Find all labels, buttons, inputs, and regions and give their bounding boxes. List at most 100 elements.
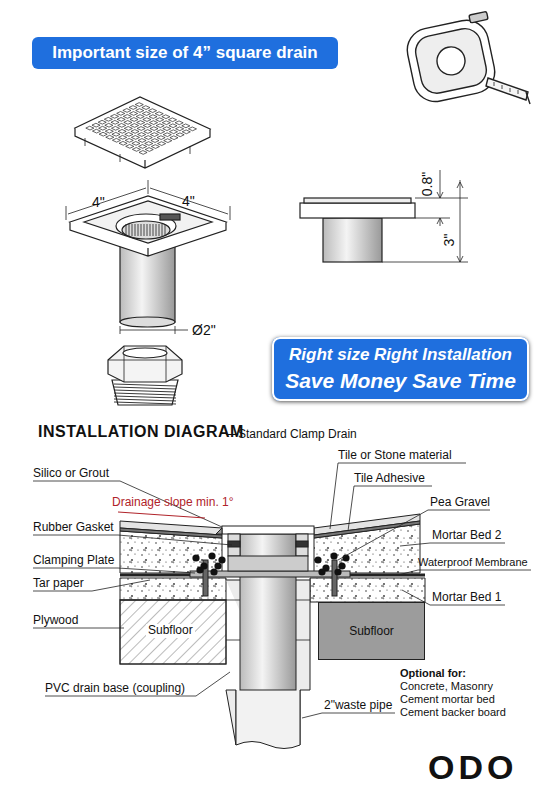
drain-body-part-part (126, 224, 127, 236)
section-drawing-part-part (210, 568, 217, 575)
grate-cover-part-part (151, 139, 159, 143)
tape-measure-part-part (434, 44, 467, 77)
tape-measure-part-part (469, 11, 488, 23)
grate-cover-part-part (150, 133, 158, 137)
callout-label: 2"waste pipe (324, 699, 392, 713)
grate-cover-part-part (105, 129, 113, 133)
drain-body-part-part (132, 224, 133, 236)
grate-cover-part-part (143, 124, 151, 128)
subfloor-block: Subfloor (318, 602, 425, 660)
grate-cover-part-part (124, 127, 132, 131)
grate-cover-part-part (130, 118, 138, 122)
callout-label: Silico or Grout (33, 467, 109, 481)
section-drawing-part-part (330, 552, 337, 559)
node-text: Important size of 4” square drain (46, 43, 324, 63)
grate-cover-part-part (123, 115, 131, 119)
grate-cover-part (86, 103, 197, 155)
section-drawing-part-part (314, 556, 321, 563)
note-text: Cement mortar bed (400, 693, 495, 706)
slogan-text: Right size Right Installation (284, 343, 517, 367)
callout-label: Tar paper (33, 577, 84, 591)
grate-cover-part-part (188, 127, 196, 131)
leader-lines-part (33, 568, 195, 573)
hex-nut-part (114, 384, 176, 404)
section-drawing-part-part (218, 556, 225, 563)
dimension-label: 4" (92, 194, 105, 210)
tape-measure-part (494, 82, 518, 94)
drain-body-part-part (141, 224, 142, 236)
section-drawing-part-part (196, 566, 203, 573)
node-text: Subfloor (325, 624, 418, 638)
drain-body (66, 180, 230, 334)
callout-label: Plywood (33, 614, 78, 628)
drain-side-view (300, 170, 468, 262)
grate-cover-part-part (105, 123, 113, 127)
grate-cover-part-part (131, 130, 139, 134)
grate-cover-part-part (138, 133, 146, 137)
hex-nut-part-part (114, 384, 176, 386)
grate-cover-part-part (142, 112, 150, 116)
drain-body-part-part (144, 224, 145, 236)
section-drawing-part-part (338, 562, 345, 569)
hex-nut-part-part (114, 387, 176, 389)
dimension-lines-part (66, 180, 230, 220)
dimension-label: 3" (441, 234, 457, 247)
grate-cover-part-part (98, 120, 106, 124)
grate-cover-part-part (123, 109, 131, 113)
grate-cover-part-part (136, 109, 144, 113)
grate-cover-part-part (157, 136, 165, 140)
grate-cover-part-part (124, 121, 132, 125)
drain-side-view-part (323, 218, 382, 262)
drain-body-part-part (135, 224, 136, 236)
section-drawing-part (236, 690, 300, 749)
section-drawing-part (296, 534, 308, 556)
drain-body-part-part (156, 224, 157, 236)
drain-body-part (70, 222, 226, 256)
grate-cover-part-part (117, 117, 125, 121)
hex-nut-part-part (114, 399, 176, 401)
grate-cover-part-part (157, 130, 165, 134)
grate-cover-part-part (137, 127, 145, 131)
dimension-label: Ø2" (192, 322, 216, 338)
hex-nut-part (108, 346, 182, 382)
section-drawing-part (332, 560, 337, 596)
dimension-label: 0.8" (419, 172, 435, 196)
grate-cover-part-part (176, 133, 184, 137)
leader-lines-part (400, 543, 505, 546)
dimension-lines (66, 180, 230, 334)
grate-cover-part-part (144, 136, 152, 140)
drain-body-part-part (150, 224, 151, 236)
grate-cover-part-part (163, 133, 171, 137)
callout-label: Mortar Bed 2 (432, 529, 501, 543)
callout-label: Tile Adhesive (354, 472, 425, 486)
drain-body-part (160, 214, 180, 220)
grate-cover (75, 97, 210, 168)
hex-nut (108, 346, 182, 405)
hex-nut-part (123, 348, 167, 358)
grate-cover-part-part (162, 121, 170, 125)
grate-cover-part-part (126, 144, 134, 148)
callout-label: Rubber Gasket (33, 521, 114, 535)
hex-nut-part-part (114, 402, 176, 404)
slogan-box: Right size Right InstallationSave Money … (272, 337, 529, 401)
grate-cover-part-part (138, 139, 146, 143)
hex-nut-part-part (114, 396, 176, 398)
grate-cover-part-part (150, 127, 158, 131)
section-drawing-part (222, 526, 314, 534)
section-drawing-part (228, 556, 308, 571)
callout-label: Pea Gravel (430, 496, 490, 510)
section-drawing-part (228, 541, 240, 547)
slogan-text: Save Money Save Time (284, 367, 517, 395)
grate-cover-part-part (145, 148, 153, 152)
grate-cover-part-part (156, 118, 164, 122)
grate-cover-part-part (163, 127, 171, 131)
grate-cover-part-part (99, 132, 107, 136)
grate-cover-part-part (132, 142, 140, 146)
drain-body-part-part (162, 224, 163, 236)
drain-body-part-part (129, 224, 130, 236)
section-drawing-part-part (214, 562, 221, 569)
grate-cover-part (75, 128, 210, 168)
grate-cover-part-part (117, 111, 125, 115)
grate-cover-part-part (143, 118, 151, 122)
callout-label: Tile or Stone material (338, 449, 452, 463)
